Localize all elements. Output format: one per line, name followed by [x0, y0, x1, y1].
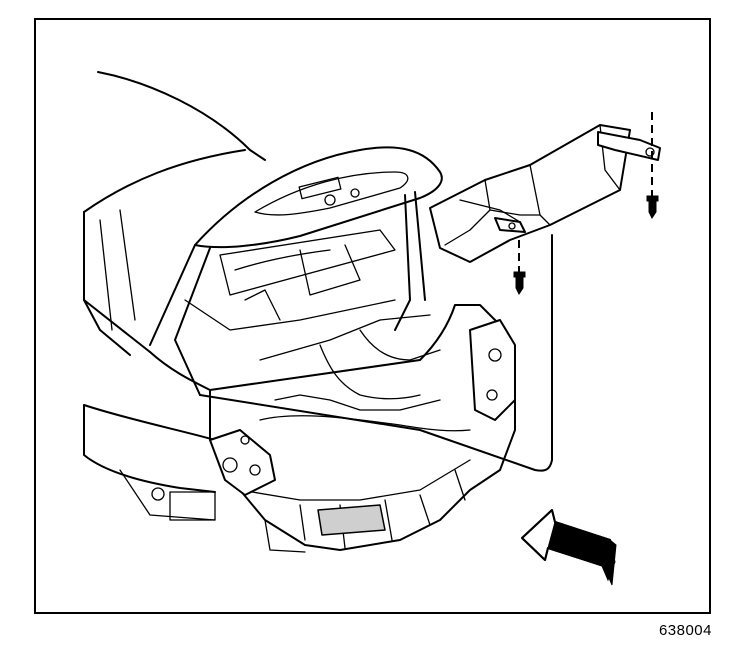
installation-leader-lines: [199, 112, 653, 472]
direction-arrow-icon: [521, 509, 617, 586]
figure-number: 638004: [658, 622, 712, 639]
trunk-compartment: [149, 304, 516, 553]
trunk-lid: [149, 146, 443, 396]
bolt-icon: [646, 195, 659, 219]
bolt-icon: [513, 271, 526, 295]
vehicle-body: [83, 71, 266, 521]
trunk-side-liner: [429, 124, 661, 263]
